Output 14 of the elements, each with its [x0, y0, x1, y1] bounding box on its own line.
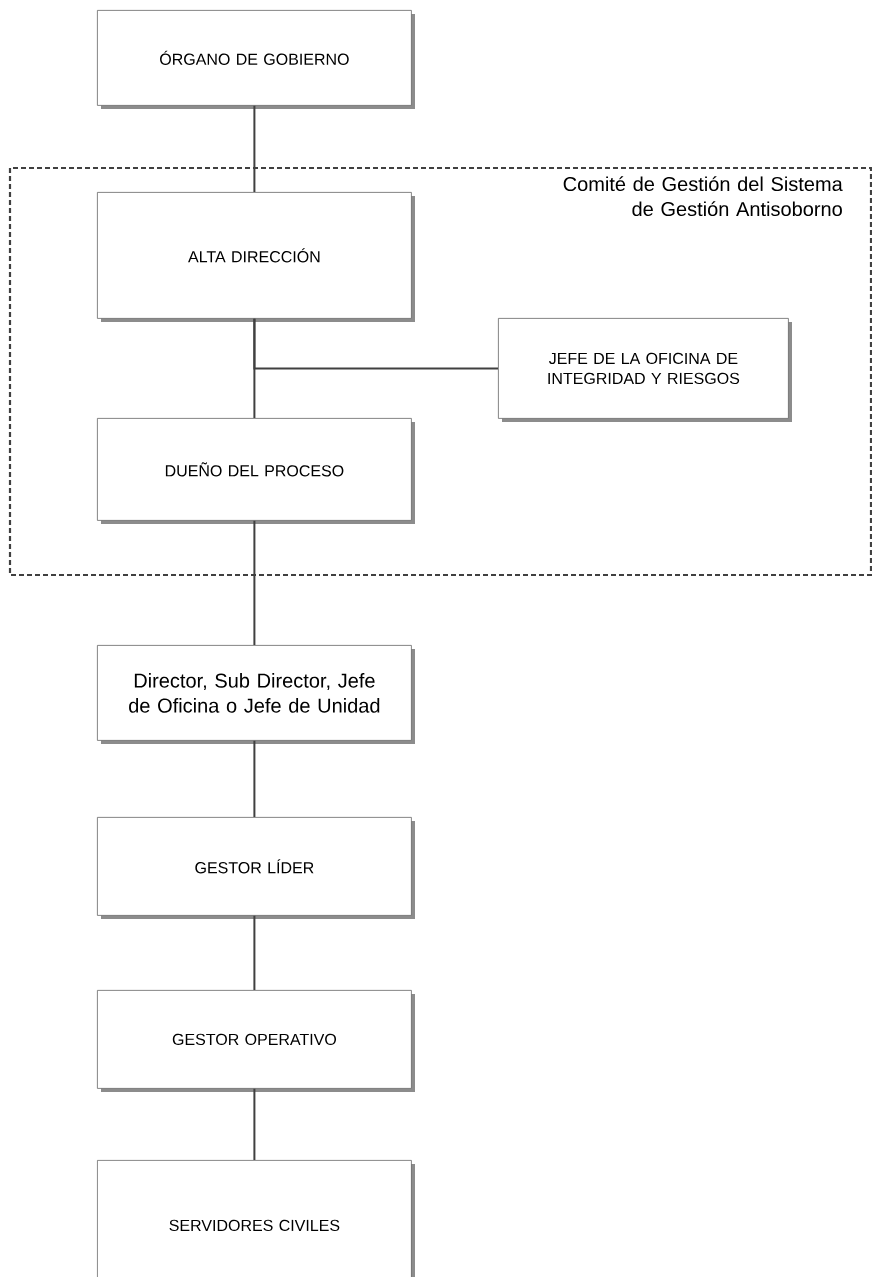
org-box: ÓRGANO DE GOBIERNO	[97, 10, 415, 109]
connector-line	[253, 104, 256, 193]
org-box: ALTA DIRECCIÓN	[97, 192, 415, 322]
connector-line	[253, 519, 256, 646]
connector-line	[253, 739, 256, 818]
connector-line	[253, 1087, 256, 1161]
org-box: GESTOR OPERATIVO	[97, 990, 415, 1092]
org-box: SERVIDORES CIVILES	[97, 1160, 415, 1277]
connector-line	[253, 914, 256, 991]
org-box: Director, Sub Director, Jefe de Oficina o Jefe de Unidad	[97, 645, 415, 744]
connector-line	[253, 317, 256, 419]
org-box: GESTOR LÍDER	[97, 817, 415, 919]
org-box: DUEÑO DEL PROCESO	[97, 418, 415, 524]
org-box: JEFE DE LA OFICINA DE INTEGRIDAD Y RIESGOS	[498, 318, 792, 422]
